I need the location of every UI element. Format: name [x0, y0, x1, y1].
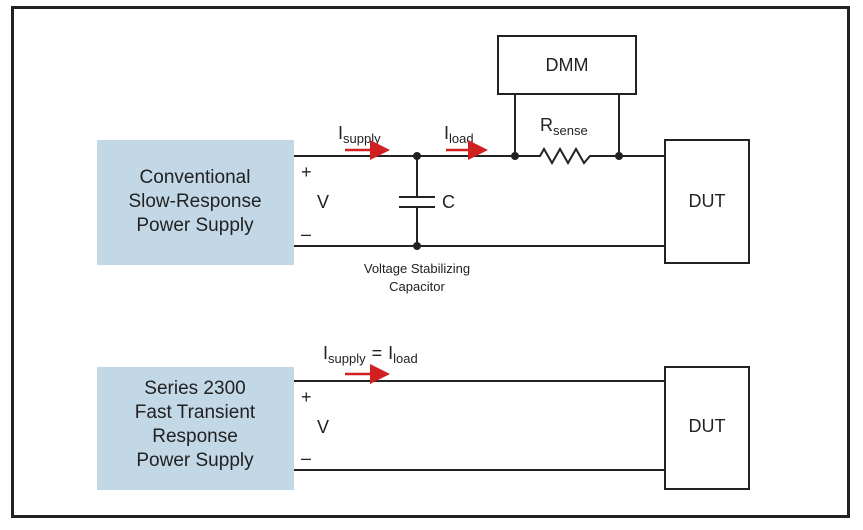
- dmm-box: [497, 35, 637, 95]
- current-equation: Isupply=Iload: [323, 343, 418, 366]
- resistor-gap: [518, 150, 618, 162]
- capacitor-node-bottom: [413, 242, 421, 250]
- top-voltage-label: V: [317, 192, 329, 212]
- bottom-dut-box: [664, 366, 750, 490]
- bottom-supply-line-1: Series 2300: [144, 378, 245, 399]
- capacitor-label: C: [442, 192, 455, 212]
- top-minus-sign: –: [301, 224, 311, 244]
- bottom-dut-label: DUT: [689, 416, 726, 436]
- bottom-supply-line-4: Power Supply: [136, 450, 254, 471]
- bottom-supply-line-2: Fast Transient: [135, 402, 256, 423]
- capacitor-caption-line-1: Voltage Stabilizing: [364, 261, 470, 276]
- i-supply-label: Isupply: [338, 123, 381, 146]
- top-supply-line-1: Conventional: [140, 167, 251, 188]
- bottom-minus-sign: –: [301, 448, 311, 468]
- top-supply-line-3: Power Supply: [136, 215, 254, 236]
- top-supply-line-2: Slow-Response: [128, 191, 261, 212]
- capacitor-caption-line-2: Capacitor: [389, 279, 445, 294]
- bottom-supply-line-3: Response: [152, 426, 238, 447]
- bottom-voltage-label: V: [317, 417, 329, 437]
- r-sense-label: Rsense: [540, 115, 588, 138]
- top-dut-label: DUT: [689, 191, 726, 211]
- bottom-supply-box: [97, 367, 294, 490]
- top-plus-sign: +: [301, 162, 312, 182]
- top-dut-box: [664, 139, 750, 264]
- top-supply-box: [97, 140, 294, 265]
- dmm-label: DMM: [546, 55, 589, 75]
- top-circuit: Conventional Slow-Response Power Supply …: [97, 35, 750, 294]
- sense-resistor: [515, 146, 619, 166]
- i-load-label: Iload: [444, 123, 474, 146]
- capacitor-node-top: [413, 152, 421, 160]
- bottom-circuit: Series 2300 Fast Transient Response Powe…: [97, 343, 750, 490]
- bottom-plus-sign: +: [301, 387, 312, 407]
